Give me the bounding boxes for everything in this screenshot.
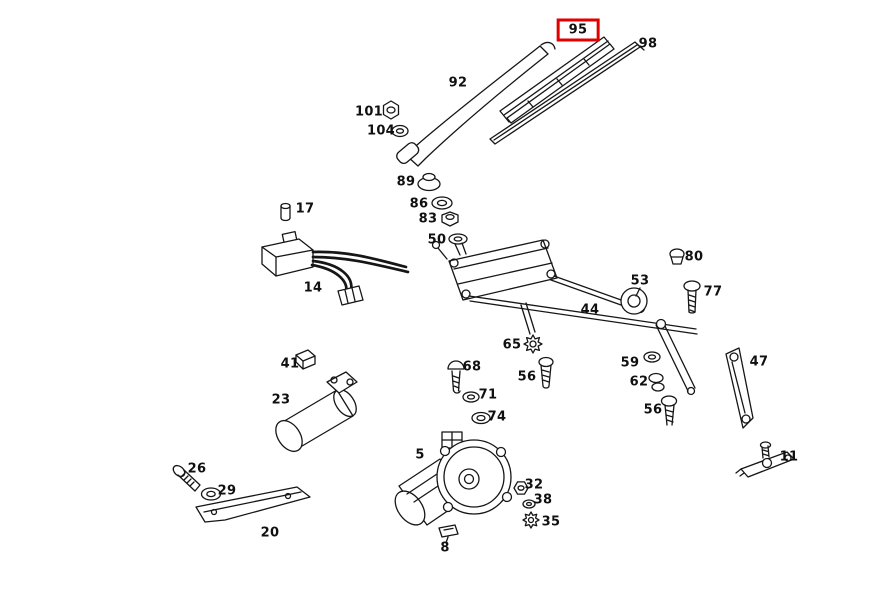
part-label-11[interactable]: 11 bbox=[779, 449, 799, 465]
part-label-32[interactable]: 32 bbox=[524, 477, 544, 493]
part-label-80[interactable]: 80 bbox=[684, 249, 704, 265]
part-label-5[interactable]: 5 bbox=[415, 447, 425, 463]
part-59-washer bbox=[643, 351, 661, 363]
part-label-47[interactable]: 47 bbox=[749, 354, 769, 370]
part-label-29[interactable]: 29 bbox=[217, 483, 237, 499]
part-89-cap bbox=[417, 172, 441, 192]
part-5-wiper-motor bbox=[394, 431, 513, 526]
part-label-26[interactable]: 26 bbox=[187, 461, 207, 477]
part-26-screw bbox=[172, 464, 201, 492]
part-label-14[interactable]: 14 bbox=[303, 280, 323, 296]
part-98-wiper-blade bbox=[489, 41, 645, 145]
part-label-86[interactable]: 86 bbox=[409, 196, 429, 212]
part-label-56[interactable]: 56 bbox=[517, 369, 537, 385]
part-74-washer bbox=[471, 411, 491, 425]
part-35-lock-nut bbox=[522, 511, 540, 529]
part-53-grommet bbox=[620, 287, 648, 315]
part-label-23[interactable]: 23 bbox=[271, 392, 291, 408]
part-77-bolt bbox=[683, 280, 701, 314]
part-label-65[interactable]: 65 bbox=[502, 337, 522, 353]
part-label-8[interactable]: 8 bbox=[440, 540, 450, 556]
part-68-bolt bbox=[447, 360, 465, 394]
part-label-59[interactable]: 59 bbox=[620, 355, 640, 371]
part-101-nut bbox=[382, 100, 400, 120]
part-20-bracket bbox=[195, 486, 311, 523]
part-label-38[interactable]: 38 bbox=[533, 492, 553, 508]
part-label-92[interactable]: 92 bbox=[448, 75, 468, 91]
part-56-bolt-lower bbox=[660, 395, 678, 426]
part-label-77[interactable]: 77 bbox=[703, 284, 723, 300]
part-label-17[interactable]: 17 bbox=[295, 201, 315, 217]
part-41-clip bbox=[295, 349, 316, 370]
part-8-clip bbox=[438, 524, 459, 538]
part-65-lock-washer bbox=[523, 334, 543, 354]
leader-lines bbox=[445, 287, 641, 544]
part-50-washer bbox=[448, 233, 468, 256]
part-label-20[interactable]: 20 bbox=[260, 525, 280, 541]
part-label-101[interactable]: 101 bbox=[354, 104, 384, 120]
part-95-wiper-blade bbox=[499, 36, 615, 124]
part-label-89[interactable]: 89 bbox=[396, 174, 416, 190]
part-label-98[interactable]: 98 bbox=[638, 36, 658, 52]
part-label-56[interactable]: 56 bbox=[643, 402, 663, 418]
part-86-washer bbox=[431, 196, 453, 210]
part-label-41[interactable]: 41 bbox=[280, 356, 300, 372]
part-47-lever bbox=[725, 347, 754, 429]
part-38-washer bbox=[522, 499, 536, 509]
part-label-53[interactable]: 53 bbox=[630, 273, 650, 289]
part-label-95[interactable]: 95 bbox=[556, 18, 600, 42]
part-label-74[interactable]: 74 bbox=[487, 409, 507, 425]
part-23-motor bbox=[275, 371, 358, 453]
part-label-50[interactable]: 50 bbox=[427, 232, 447, 248]
part-104-washer bbox=[391, 124, 409, 138]
part-62-washers bbox=[648, 372, 665, 392]
part-label-35[interactable]: 35 bbox=[541, 514, 561, 530]
part-83-nut bbox=[441, 211, 459, 227]
part-56-bolt-upper bbox=[538, 356, 554, 389]
part-14-connector bbox=[261, 230, 410, 306]
part-17-pin bbox=[280, 202, 291, 222]
part-label-104[interactable]: 104 bbox=[366, 123, 396, 139]
part-11-arm-assembly bbox=[735, 441, 795, 478]
part-29-washer bbox=[200, 487, 222, 501]
part-92-wiper-arm bbox=[396, 41, 556, 167]
part-label-62[interactable]: 62 bbox=[629, 374, 649, 390]
part-label-71[interactable]: 71 bbox=[478, 387, 498, 403]
part-label-44[interactable]: 44 bbox=[580, 302, 600, 318]
part-label-83[interactable]: 83 bbox=[418, 211, 438, 227]
part-label-68[interactable]: 68 bbox=[462, 359, 482, 375]
part-32-nut bbox=[513, 481, 529, 495]
part-71-washer bbox=[462, 391, 480, 403]
part-80-cap bbox=[669, 248, 685, 265]
